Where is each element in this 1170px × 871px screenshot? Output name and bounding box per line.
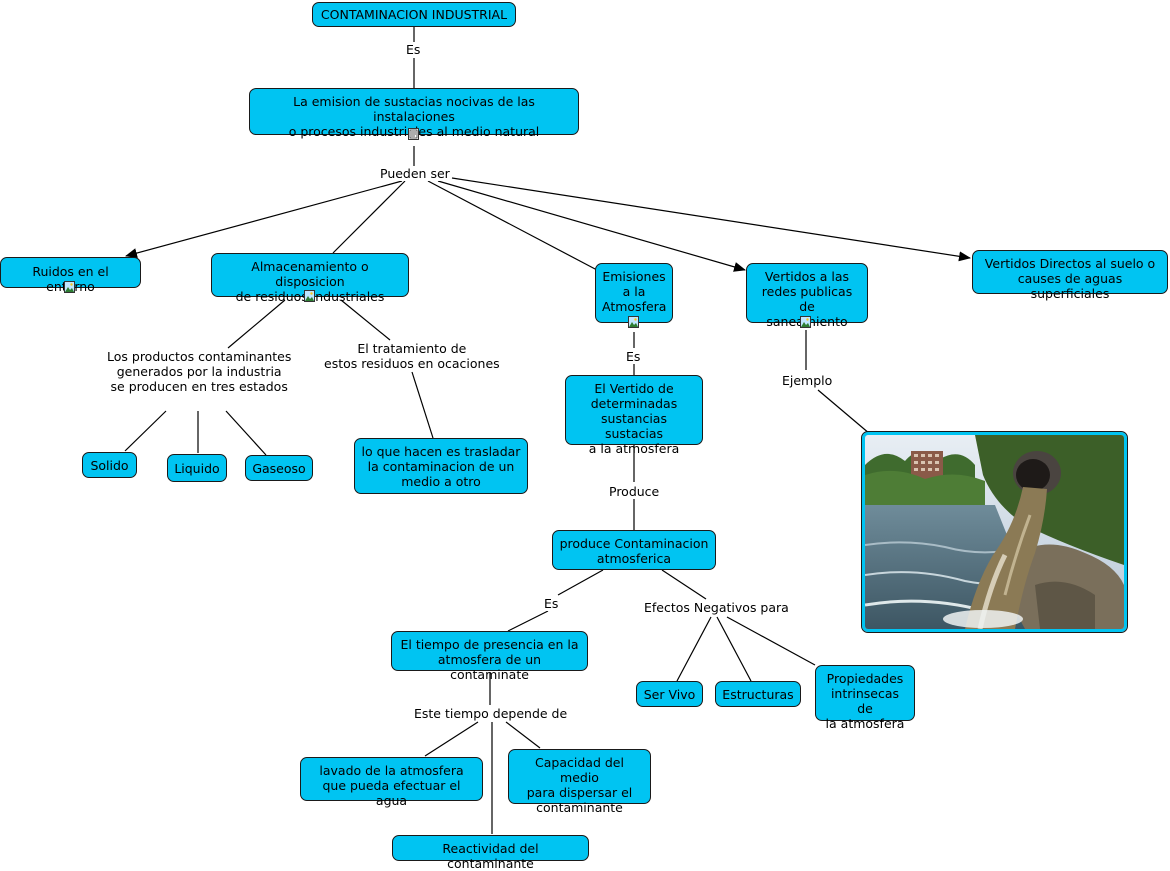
concept-trasladar-contaminacion[interactable]: lo que hacen es trasladar la contaminaci…	[354, 438, 528, 494]
link-es-3: Es	[543, 596, 560, 611]
example-photo-node[interactable]	[861, 431, 1128, 633]
concept-solido[interactable]: Solido	[82, 452, 137, 478]
link-es-2: Es	[625, 349, 642, 364]
image-icon[interactable]	[64, 281, 75, 293]
concept-ser-vivo[interactable]: Ser Vivo	[636, 681, 703, 707]
link-tiempo-depende: Este tiempo depende de	[413, 706, 569, 721]
concept-vertidos-redes[interactable]: Vertidos a las redes publicas de saneami…	[746, 263, 868, 329]
concept-almacenamiento-residuos[interactable]: Almacenamiento o disposicion de residuos…	[211, 253, 409, 304]
concept-reactividad[interactable]: Reactividad del contaminante	[392, 835, 589, 871]
concept-lavado-atmosfera[interactable]: lavado de la atmosfera que pueda efectua…	[300, 757, 483, 808]
concept-liquido[interactable]: Liquido	[167, 454, 227, 482]
concept-estructuras[interactable]: Estructuras	[715, 681, 801, 707]
concept-capacidad-medio[interactable]: Capacidad del medio para dispersar el co…	[508, 749, 651, 815]
link-pueden-ser: Pueden ser	[379, 166, 451, 181]
image-icon[interactable]	[800, 316, 811, 328]
concept-vertido-sustancias[interactable]: El Vertido de determinadas sustancias su…	[565, 375, 703, 456]
concept-definicion[interactable]: La emision de sustacias nocivas de las i…	[249, 88, 579, 139]
link-tratamiento-residuos: El tratamiento de estos residuos en ocac…	[323, 341, 501, 371]
concept-gaseoso[interactable]: Gaseoso	[245, 455, 313, 481]
link-produce: Produce	[608, 484, 661, 499]
concept-contaminacion-industrial[interactable]: CONTAMINACION INDUSTRIAL	[312, 2, 516, 27]
link-ejemplo: Ejemplo	[781, 373, 834, 388]
concept-propiedades-atmosfera[interactable]: Propiedades intrinsecas de la atmosfera	[815, 665, 915, 731]
document-icon[interactable]	[408, 128, 419, 140]
link-efectos-negativos: Efectos Negativos para	[643, 600, 790, 615]
concept-tiempo-presencia[interactable]: El tiempo de presencia en la atmosfera d…	[391, 631, 588, 682]
pipe-discharge-illustration	[865, 435, 1124, 629]
image-icon[interactable]	[304, 290, 315, 302]
image-icon[interactable]	[628, 316, 639, 328]
link-productos-contaminantes: Los productos contaminantes generados po…	[106, 349, 293, 394]
concept-emisiones-atmosfera[interactable]: Emisiones a la Atmosfera	[595, 263, 673, 323]
concept-vertidos-directos[interactable]: Vertidos Directos al suelo o causes de a…	[972, 250, 1168, 301]
concept-produce-contaminacion[interactable]: produce Contaminacion atmosferica	[552, 530, 716, 570]
link-es-1: Es	[405, 42, 422, 57]
